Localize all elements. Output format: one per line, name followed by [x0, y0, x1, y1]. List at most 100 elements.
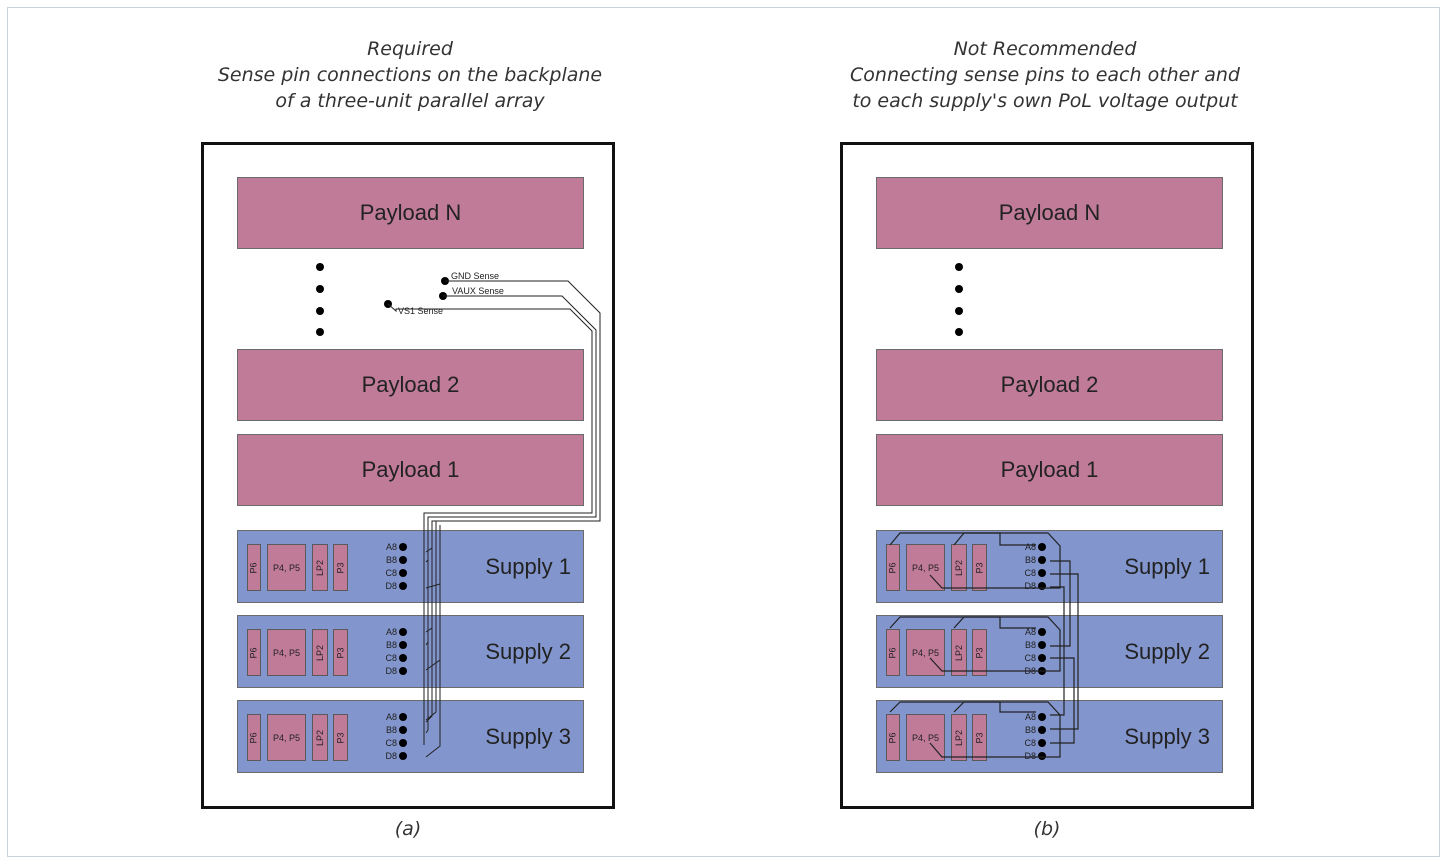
- connector-lp2: LP2: [312, 544, 328, 591]
- pin-label-a8: A8: [385, 542, 397, 552]
- connector-label: P3: [335, 561, 346, 574]
- pin-label-c8: C8: [1024, 653, 1036, 663]
- right-caption: Not Recommended Connecting sense pins to…: [765, 36, 1325, 114]
- connector-label: P4, P5: [272, 647, 301, 658]
- right-ellipsis-dot: [955, 328, 963, 336]
- supply-label: Supply 2: [485, 638, 571, 664]
- pin-dot: [1038, 713, 1046, 721]
- pin-dot: [399, 628, 407, 636]
- connector-label: P3: [335, 731, 346, 744]
- connector-p4-p5: P4, P5: [267, 714, 306, 761]
- connector-p6: P6: [886, 544, 900, 591]
- pin-dot: [1038, 641, 1046, 649]
- pin-label-d8: D8: [385, 751, 397, 761]
- connector-p3: P3: [972, 544, 987, 591]
- connector-p6: P6: [886, 629, 900, 676]
- pin-label-c8: C8: [385, 568, 397, 578]
- right-title: Not Recommended: [953, 38, 1137, 60]
- pin-dot: [1038, 654, 1046, 662]
- connector-label: LP2: [954, 559, 965, 576]
- connector-label: P6: [248, 646, 259, 659]
- pin-label-b8: B8: [385, 640, 397, 650]
- pin-dot: [399, 569, 407, 577]
- connector-p4-p5: P4, P5: [267, 544, 306, 591]
- connector-label: P6: [887, 646, 898, 659]
- pin-label-d8: D8: [385, 666, 397, 676]
- pin-label-c8: C8: [385, 653, 397, 663]
- pin-label-d8: D8: [1024, 581, 1036, 591]
- left-sublabel: (a): [394, 818, 422, 840]
- right-caption-line1: Connecting sense pins to each other and: [850, 64, 1240, 86]
- left-caption-line2: of a three-unit parallel array: [275, 90, 545, 112]
- pin-label-b8: B8: [1024, 640, 1036, 650]
- supply-label: Supply 2: [1124, 638, 1210, 664]
- connector-p3: P3: [972, 714, 987, 761]
- vs1-sense-dot: [384, 300, 392, 308]
- connector-label: P4, P5: [272, 732, 301, 743]
- connector-p3: P3: [333, 629, 348, 676]
- left-payload-n: Payload N: [237, 177, 584, 249]
- pin-label-b8: B8: [385, 555, 397, 565]
- right-caption-line2: to each supply's own PoL voltage output: [852, 90, 1238, 112]
- connector-label: P3: [974, 731, 985, 744]
- connector-p6: P6: [247, 714, 261, 761]
- connector-label: LP2: [315, 644, 326, 661]
- connector-p4-p5: P4, P5: [906, 629, 945, 676]
- pin-label-b8: B8: [385, 725, 397, 735]
- pin-label-d8: D8: [385, 581, 397, 591]
- vaux-sense-dot: [439, 292, 447, 300]
- right-sublabel: (b): [1033, 818, 1061, 840]
- right-ellipsis-dot: [955, 263, 963, 271]
- connector-lp2: LP2: [951, 544, 967, 591]
- pin-label-b8: B8: [1024, 725, 1036, 735]
- connector-label: P3: [335, 646, 346, 659]
- right-ellipsis-dot: [955, 307, 963, 315]
- left-payload-1: Payload 1: [237, 434, 584, 506]
- connector-p6: P6: [886, 714, 900, 761]
- connector-p4-p5: P4, P5: [906, 714, 945, 761]
- pin-dot: [1038, 667, 1046, 675]
- pin-dot: [1038, 582, 1046, 590]
- connector-label: P6: [887, 561, 898, 574]
- right-payload-1: Payload 1: [876, 434, 1223, 506]
- pin-dot: [399, 739, 407, 747]
- pin-dot: [1038, 726, 1046, 734]
- connector-p4-p5: P4, P5: [906, 544, 945, 591]
- gnd-sense-dot: [441, 277, 449, 285]
- pin-label-d8: D8: [1024, 751, 1036, 761]
- connector-label: P4, P5: [911, 647, 940, 658]
- connector-p3: P3: [972, 629, 987, 676]
- connector-label: P3: [974, 646, 985, 659]
- connector-p6: P6: [247, 629, 261, 676]
- connector-label: LP2: [954, 729, 965, 746]
- connector-label: P4, P5: [911, 732, 940, 743]
- pin-dot: [399, 543, 407, 551]
- pin-label-b8: B8: [1024, 555, 1036, 565]
- left-caption-line1: Sense pin connections on the backplane: [217, 64, 603, 86]
- connector-label: P6: [248, 561, 259, 574]
- figure-frame: [7, 7, 1440, 857]
- pin-label-a8: A8: [385, 712, 397, 722]
- supply-label: Supply 3: [1124, 723, 1210, 749]
- pin-label-a8: A8: [1024, 712, 1036, 722]
- pin-label-d8: D8: [1024, 666, 1036, 676]
- connector-label: LP2: [315, 729, 326, 746]
- connector-p4-p5: P4, P5: [267, 629, 306, 676]
- left-ellipsis-dot: [316, 328, 324, 336]
- supply-label: Supply 1: [1124, 553, 1210, 579]
- pin-dot: [399, 582, 407, 590]
- vaux-sense-label: VAUX Sense: [452, 286, 504, 296]
- connector-p3: P3: [333, 714, 348, 761]
- connector-label: P6: [887, 731, 898, 744]
- left-ellipsis-dot: [316, 307, 324, 315]
- connector-label: P3: [974, 561, 985, 574]
- pin-label-a8: A8: [1024, 627, 1036, 637]
- connector-lp2: LP2: [951, 629, 967, 676]
- pin-label-c8: C8: [1024, 568, 1036, 578]
- connector-p3: P3: [333, 544, 348, 591]
- pin-dot: [399, 641, 407, 649]
- pin-dot: [399, 654, 407, 662]
- connector-label: P6: [248, 731, 259, 744]
- pin-dot: [1038, 752, 1046, 760]
